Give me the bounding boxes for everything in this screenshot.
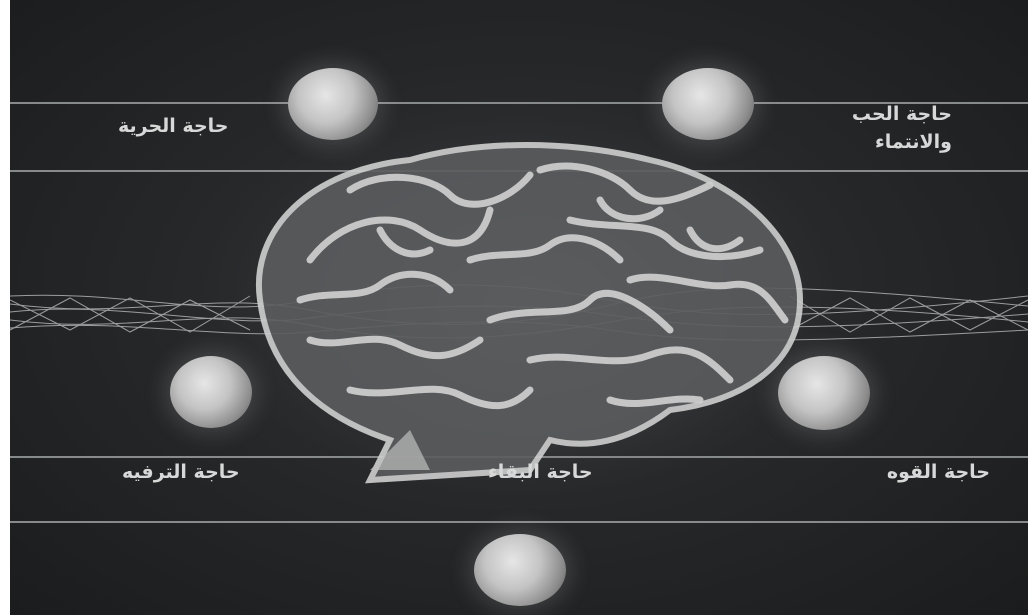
brain-illustration-icon [10, 0, 1028, 615]
diagram-canvas: حاجة الحرية حاجة الحب والانتماء حاجة الت… [10, 0, 1028, 615]
sphere-icon [474, 534, 566, 606]
label-love-belonging-need: حاجة الحب والانتماء [852, 100, 952, 156]
sphere-icon [778, 356, 870, 430]
label-freedom-need: حاجة الحرية [118, 112, 228, 140]
label-survival-need: حاجة البقاء [488, 458, 593, 486]
label-power-need: حاجة القوه [887, 458, 990, 486]
label-fun-need: حاجة الترفيه [122, 458, 240, 486]
sphere-icon [662, 68, 754, 140]
sphere-icon [288, 68, 378, 140]
sphere-icon [170, 356, 252, 428]
label-love-line-2: والانتماء [852, 128, 952, 156]
label-love-line-1: حاجة الحب [852, 100, 952, 128]
